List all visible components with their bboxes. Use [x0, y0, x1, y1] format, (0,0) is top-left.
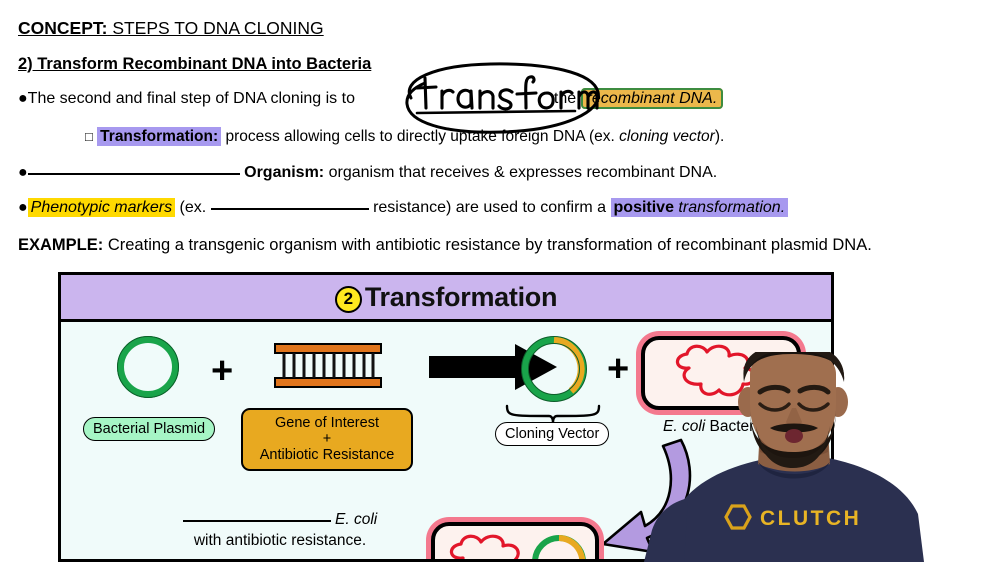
gene-of-interest-box: Gene of Interest + Antibiotic Resistance [241, 408, 413, 471]
sub-1-text-b: ). [714, 128, 725, 145]
example-line: EXAMPLE: Creating a transgenic organism … [18, 236, 872, 255]
bullet-item-2: ● Organism: organism that receives & exp… [18, 164, 717, 182]
bullet-item-1: ●The second and final step of DNA clonin… [18, 88, 724, 109]
transformation-term-highlight: Transformation: [97, 127, 222, 146]
gene-box-line-2: + [322, 431, 332, 448]
concept-heading: CONCEPT: STEPS TO DNA CLONING [18, 18, 324, 39]
result-line-2: with antibiotic resistance. [193, 531, 367, 549]
step-number-badge: 2 [334, 285, 362, 313]
handwriting-svg [405, 62, 600, 134]
ecoli-dna-squiggle-top [675, 344, 757, 397]
blank-line-resistance [210, 208, 369, 210]
cloning-vector-italic: cloning vector [619, 128, 715, 145]
cloning-vector-ring [519, 334, 589, 409]
plus-sign-2: + [607, 348, 630, 390]
bacterial-plasmid-ring-outline [117, 336, 179, 398]
concept-label: CONCEPT: [18, 18, 108, 38]
gene-segment-svg [274, 343, 382, 388]
result-caption: E. coli with antibiotic resistance. [145, 510, 415, 552]
section-heading: 2) Transform Recombinant DNA into Bacter… [18, 55, 372, 73]
square-bullet-icon: □ [85, 129, 93, 144]
positive-bold: positive [613, 199, 674, 216]
example-text: Creating a transgenic organism with anti… [103, 236, 872, 254]
result-line-1: E. coli [145, 510, 415, 531]
bullet-2-dot: ● [18, 164, 28, 181]
blank-line-organism [27, 173, 240, 175]
concept-title: STEPS TO DNA CLONING [107, 18, 324, 38]
brace-svg [505, 404, 601, 423]
presenter-webcam-overlay: CLUTCH [632, 352, 1000, 562]
phenotypic-markers-highlight: Phenotypic markers [27, 198, 176, 217]
recombinant-dna-highlight: recombinant DNA. [580, 88, 724, 109]
figure-header: 2 Transformation [61, 275, 831, 322]
ecoli-italic-top: E. coli [663, 418, 706, 435]
svg-text:CLUTCH: CLUTCH [760, 507, 861, 530]
ecoli-label-top: E. coli Bacteria [663, 418, 766, 436]
cloning-vector-label: Cloning Vector [495, 422, 610, 446]
ecoli-transformed-contents [449, 534, 586, 559]
transformation-italic: transformation. [673, 199, 786, 216]
bullet-1-text-pre: ●The second and final step of DNA clonin… [18, 90, 355, 107]
positive-transformation-highlight: positive transformation. [610, 198, 789, 217]
cloning-vector-svg [521, 336, 587, 402]
bacterial-plasmid-label: Bacterial Plasmid [83, 417, 216, 441]
bullet-2-text: organism that receives & expresses recom… [324, 164, 718, 181]
figure-title: Transformation [364, 281, 558, 312]
bullet-3-dot: ● [18, 199, 28, 216]
gene-box-line-1: Gene of Interest [275, 415, 379, 431]
bullet-item-3: ●Phenotypic markers (ex. resistance) are… [18, 198, 789, 217]
presenter-svg: CLUTCH [644, 352, 924, 562]
blank-line-transgenic [182, 520, 331, 522]
organism-term: Organism: [239, 164, 325, 181]
handwritten-annotation [395, 60, 610, 138]
gene-box-line-3: Antibiotic Resistance [259, 447, 395, 464]
bullet-1-text-mid: the [553, 90, 577, 107]
result-ecoli-italic: E. coli [335, 511, 378, 528]
bullet-3-text-a: (ex. [175, 199, 211, 216]
gene-segment-icon [273, 342, 383, 395]
ecoli-bacterium-transformed [431, 522, 599, 559]
plus-sign-1: + [211, 350, 234, 392]
example-label: EXAMPLE: [18, 236, 104, 254]
bullet-3-text-b: resistance) are used to confirm a [368, 199, 611, 216]
bacteria-word-top: Bacteria [709, 418, 767, 435]
